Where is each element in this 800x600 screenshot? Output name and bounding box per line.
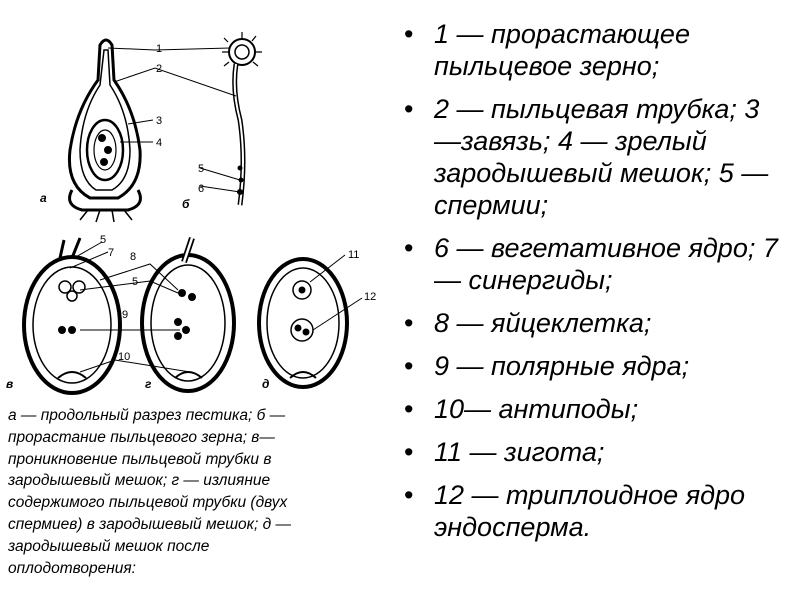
- callout-numbers: 1 2 3 4 5 6 5 7 8 5 9 10 11 12: [100, 43, 376, 363]
- callout-number: 2: [156, 63, 162, 75]
- legend-item: 2 — пыльцевая трубка; 3 —завязь; 4 — зре…: [400, 93, 790, 221]
- callout-number: 12: [364, 291, 376, 303]
- caption-line: проникновение пыльцевой трубки в: [8, 450, 272, 468]
- caption-line: содержимого пыльцевой трубки (двух: [8, 494, 288, 512]
- legend-item: 11 — зигота;: [400, 436, 790, 468]
- legend-item: 8 — яйцеклетка;: [400, 307, 790, 339]
- panel-letter-g: г: [145, 377, 152, 391]
- callout-number: 7: [108, 247, 114, 259]
- caption-line: спермиев) в зародышевый мешок; д —: [8, 515, 291, 533]
- callout-number: 5: [132, 276, 138, 288]
- panel-letters: а б в г д: [6, 191, 269, 391]
- callout-number: 8: [130, 251, 136, 263]
- panel-a-pistil: [67, 38, 142, 223]
- callout-number: 1: [156, 43, 162, 55]
- legend-item: 12 — триплоидное ядро эндосперма.: [400, 479, 790, 543]
- callout-number: 10: [118, 351, 130, 363]
- caption-line: оплодотворения:: [8, 559, 136, 577]
- panel-letter-a: а: [40, 191, 47, 205]
- legend-item: 1 — прорастающее пыльцевое зерно;: [400, 18, 790, 82]
- panel-g-sperm-release: [140, 237, 236, 393]
- callout-number: 6: [198, 183, 204, 195]
- legend-item: 10— антиподы;: [400, 393, 790, 425]
- panel-v-tube-entering: [22, 237, 122, 395]
- callout-number: 5: [198, 163, 204, 175]
- caption-line: а — продольный разрез пестика; б —: [8, 407, 286, 424]
- caption-line: зародышевый мешок; г — излияние: [8, 472, 271, 490]
- legend-item: 9 — полярные ядра;: [400, 350, 790, 382]
- panel-b-pollen-grain: [222, 32, 262, 206]
- embryo-sac-diagram: а б в г д 1 2 3 4 5 6 5 7 8 5 9 10 11 12: [6, 32, 376, 395]
- callout-number: 11: [348, 249, 359, 261]
- callout-number: 3: [156, 115, 162, 127]
- legend-list: 1 — прорастающее пыльцевое зерно; 2 — пы…: [400, 18, 790, 554]
- panel-d-after-fertilization: [257, 257, 349, 389]
- caption-line: прорастание пыльцевого зерна; в—: [8, 428, 275, 446]
- callout-number: 9: [122, 309, 128, 321]
- panel-letter-v: в: [6, 377, 13, 391]
- figure-caption: а — продольный разрез пестика; б — прора…: [8, 405, 378, 579]
- legend-item: 6 — вегетативное ядро; 7 — синергиды;: [400, 232, 790, 296]
- panel-letter-d: д: [262, 377, 269, 391]
- panel-letter-b: б: [182, 197, 190, 211]
- leader-lines: [69, 47, 363, 373]
- caption-line: зародышевый мешок после: [8, 537, 210, 555]
- callout-number: 4: [156, 137, 162, 149]
- callout-number: 5: [100, 234, 106, 246]
